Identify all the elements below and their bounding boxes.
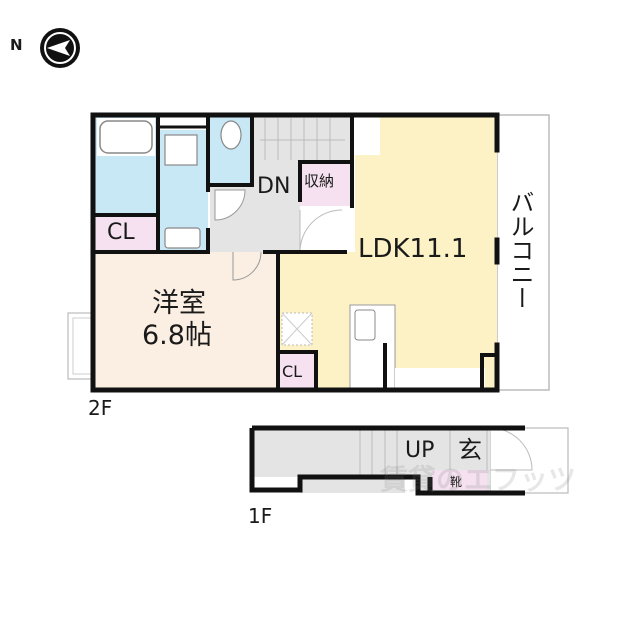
- ldk-label: LDK11.1: [358, 234, 468, 264]
- entrance-label: 玄: [458, 436, 482, 464]
- balcony-label: バルコニー: [506, 190, 534, 310]
- storage-label: 収納: [304, 172, 335, 190]
- room-closet-label: CL: [282, 362, 303, 381]
- floor-label-1f: 1F: [248, 504, 273, 528]
- western-room-name: 洋室: [152, 288, 206, 319]
- watermark: 賃貸のエフッツ: [380, 463, 577, 496]
- bathroom-closet-label: CL: [107, 220, 135, 245]
- compass-icon: [38, 26, 82, 70]
- compass-north-label: N: [10, 36, 23, 54]
- floor-label-2f: 2F: [88, 396, 113, 420]
- stairs-down-label: DN: [257, 174, 291, 199]
- western-room-size: 6.8帖: [142, 320, 212, 351]
- shoe-box-label: 靴: [450, 475, 463, 489]
- stairs-up-label: UP: [405, 438, 435, 463]
